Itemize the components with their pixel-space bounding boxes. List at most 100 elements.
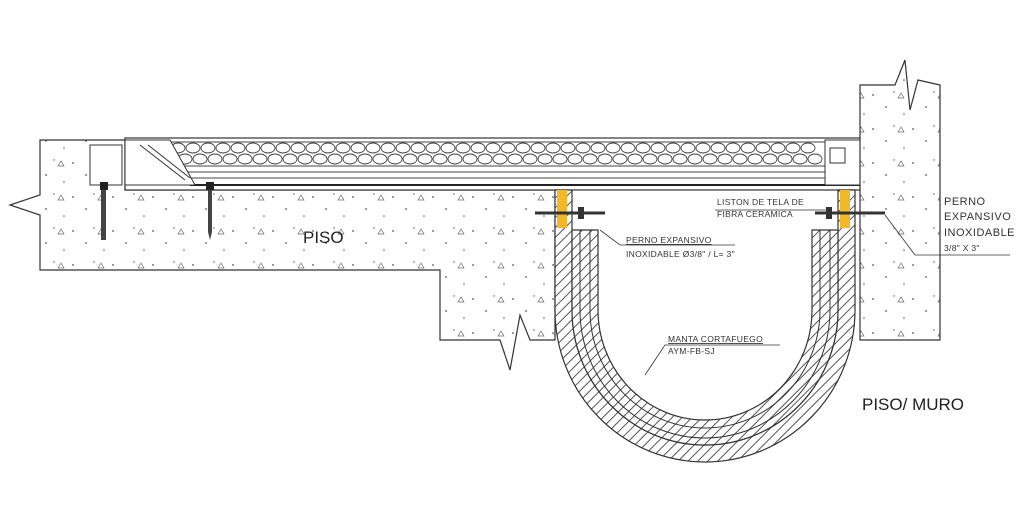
label-manta-2: AYM-FB-SJ (668, 346, 715, 356)
label-perno-right-3: INOXIDABLE (944, 227, 1015, 239)
aggregate-stone (725, 142, 741, 154)
aggregate-stone (230, 142, 246, 154)
aggregate-stone (575, 142, 591, 154)
aggregate-stone (425, 142, 441, 154)
aggregate-stone (200, 142, 216, 154)
label-liston-2: FIBRA CERAMICA (717, 209, 793, 219)
fire-blanket-u (554, 189, 856, 463)
aggregate-stone (342, 153, 358, 165)
aggregate-stone (732, 153, 748, 165)
aggregate-stone (440, 142, 456, 154)
anchor-bolt (100, 182, 108, 240)
aggregate-stone (335, 142, 351, 154)
aggregate-stone (447, 153, 463, 165)
aggregate-stone (642, 153, 658, 165)
aggregate-stone (770, 142, 786, 154)
aggregate-stone (395, 142, 411, 154)
right-concrete-wall (859, 59, 941, 341)
aggregate-stone (350, 142, 366, 154)
aggregate-stone (245, 142, 261, 154)
aggregate-stone (650, 142, 666, 154)
aggregate-stone (290, 142, 306, 154)
aggregate-stone (267, 153, 283, 165)
aggregate-stone (672, 153, 688, 165)
aggregate-stone (492, 153, 508, 165)
aggregate-stone (522, 153, 538, 165)
aggregate-stone (417, 153, 433, 165)
aggregate-stone (545, 142, 561, 154)
aggregate-stone (582, 153, 598, 165)
aggregate-stone (260, 142, 276, 154)
ceramic-fiber-strip (840, 190, 850, 228)
aggregate-stone (500, 142, 516, 154)
aggregate-stone (665, 142, 681, 154)
aggregate-stone (627, 153, 643, 165)
aggregate-stone (185, 142, 201, 154)
aggregate-stone (387, 153, 403, 165)
label-liston-1: LISTON DE TELA DE (717, 197, 804, 207)
aggregate-stone (567, 153, 583, 165)
label-perno-left-1: PERNO EXPANSIVO (626, 235, 712, 245)
ceramic-fiber-strip (557, 190, 567, 228)
aggregate-stone (597, 153, 613, 165)
aggregate-stone (320, 142, 336, 154)
aggregate-stone (357, 153, 373, 165)
aggregate-stone (552, 153, 568, 165)
aggregate-stone (560, 142, 576, 154)
aggregate-stone (237, 153, 253, 165)
aggregate-stone (402, 153, 418, 165)
aggregate-stone (657, 153, 673, 165)
aggregate-stone (215, 142, 231, 154)
aggregate-stone (470, 142, 486, 154)
label-perno-right-2: EXPANSIVO (944, 211, 1011, 223)
label-piso: PISO (303, 228, 344, 247)
aggregate-stone (755, 142, 771, 154)
label-perno-right-1: PERNO (944, 196, 986, 208)
aggregate-stone (777, 153, 793, 165)
aggregate-stone (792, 153, 808, 165)
aggregate-stone (605, 142, 621, 154)
aggregate-stone (710, 142, 726, 154)
filler-aggregate (170, 142, 823, 165)
aggregate-stone (222, 153, 238, 165)
aggregate-stone (680, 142, 696, 154)
aggregate-stone (477, 153, 493, 165)
aggregate-stone (702, 153, 718, 165)
aggregate-stone (620, 142, 636, 154)
aggregate-stone (462, 153, 478, 165)
aggregate-stone (530, 142, 546, 154)
aggregate-stone (207, 153, 223, 165)
label-manta-1: MANTA CORTAFUEGO (668, 334, 763, 344)
aggregate-stone (590, 142, 606, 154)
aggregate-stone (312, 153, 328, 165)
aggregate-stone (687, 153, 703, 165)
aggregate-stone (807, 153, 823, 165)
label-perno-right-4: 3/8" X 3" (944, 243, 980, 253)
aggregate-stone (432, 153, 448, 165)
aggregate-stone (747, 153, 763, 165)
label-piso-muro: PISO/ MURO (862, 395, 964, 414)
label-perno-left-2: INOXIDABLE Ø3/8" / L= 3" (626, 249, 735, 259)
aggregate-stone (740, 142, 756, 154)
aggregate-stone (365, 142, 381, 154)
aggregate-stone (537, 153, 553, 165)
aggregate-stone (192, 153, 208, 165)
aggregate-stone (252, 153, 268, 165)
aggregate-stone (485, 142, 501, 154)
anchor-bolt (206, 182, 214, 240)
aggregate-stone (612, 153, 628, 165)
aggregate-stone (297, 153, 313, 165)
aggregate-stone (305, 142, 321, 154)
aggregate-stone (515, 142, 531, 154)
aggregate-stone (282, 153, 298, 165)
aggregate-stone (800, 142, 816, 154)
aggregate-stone (327, 153, 343, 165)
aggregate-stone (695, 142, 711, 154)
aggregate-stone (275, 142, 291, 154)
aggregate-stone (717, 153, 733, 165)
aggregate-stone (785, 142, 801, 154)
aggregate-stone (372, 153, 388, 165)
aggregate-stone (635, 142, 651, 154)
aggregate-stone (762, 153, 778, 165)
